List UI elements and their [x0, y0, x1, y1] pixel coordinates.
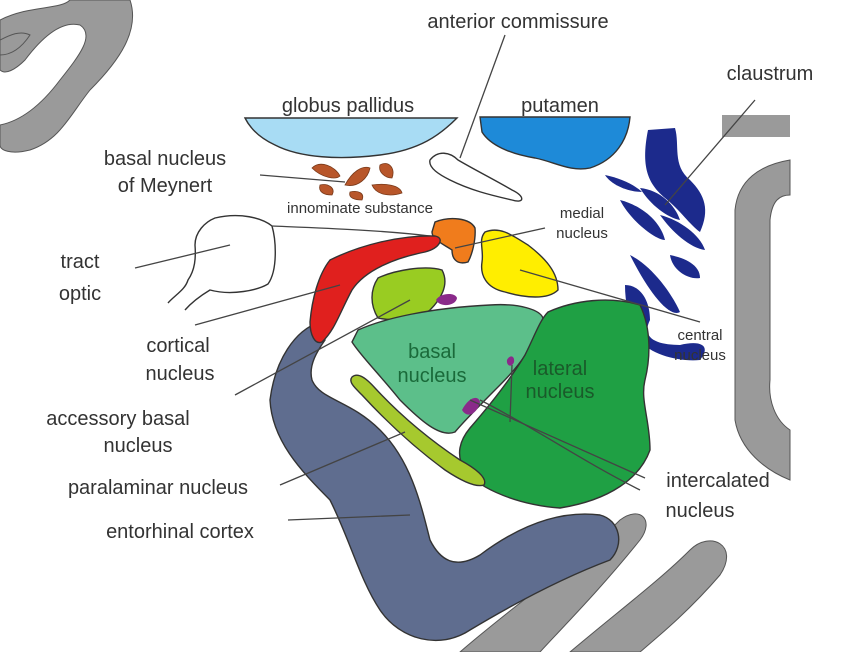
globus-pallidus: [243, 117, 459, 159]
label-accessory-2: nucleus: [104, 435, 173, 457]
gyrus-right-top: [722, 115, 790, 137]
central-nucleus: [480, 229, 559, 298]
label-central-2: nucleus: [674, 347, 726, 364]
optic-tract: [167, 214, 276, 311]
paralaminar-nucleus: [350, 374, 486, 487]
gyrus-top-left: [0, 0, 134, 153]
label-basal-1: basal: [408, 341, 456, 363]
label-meynert-1: basal nucleus: [104, 148, 226, 170]
medial-nucleus: [431, 217, 476, 264]
intercalated-nucleus-top: [436, 294, 457, 306]
gyrus-right: [734, 159, 791, 481]
intercalated-nucleus-mid: [506, 356, 515, 366]
labels: anterior commissure claustrum globus pal…: [46, 11, 813, 543]
label-lateral-2: nucleus: [526, 381, 595, 403]
label-anterior-commissure: anterior commissure: [427, 11, 608, 33]
label-lateral-1: lateral: [533, 358, 587, 380]
cortex-gyri: [0, 0, 791, 652]
label-medial-2: nucleus: [556, 225, 608, 242]
label-medial-1: medial: [560, 205, 604, 222]
gyrus-bottom-2: [569, 540, 727, 652]
label-intercalated-1: intercalated: [666, 470, 769, 492]
anterior-commissure: [429, 152, 523, 202]
accessory-basal-nucleus: [371, 267, 446, 321]
putamen: [479, 116, 631, 170]
label-meynert-2: of Meynert: [118, 175, 213, 197]
basal-nucleus: [351, 303, 544, 434]
label-cortical-2: nucleus: [146, 363, 215, 385]
label-globus-pallidus: globus pallidus: [282, 95, 414, 117]
basal-nucleus-of-meynert: [311, 163, 403, 201]
label-central-1: central: [677, 327, 722, 344]
lateral-nucleus: [458, 299, 651, 509]
label-tract: tract: [61, 251, 100, 273]
label-innominate-substance: innominate substance: [287, 200, 433, 217]
label-optic: optic: [59, 283, 101, 305]
label-intercalated-2: nucleus: [666, 500, 735, 522]
label-cortical-1: cortical: [146, 335, 209, 357]
label-claustrum: claustrum: [727, 63, 814, 85]
entorhinal-cortex: [269, 321, 620, 642]
label-paralaminar: paralaminar nucleus: [68, 477, 248, 499]
label-accessory-1: accessory basal: [46, 408, 189, 430]
label-putamen: putamen: [521, 95, 599, 117]
lateral-subdivision-lines: [479, 364, 641, 491]
cortical-nucleus: [309, 235, 441, 344]
leader-lines: [134, 34, 756, 521]
label-basal-2: nucleus: [398, 365, 467, 387]
label-entorhinal-cortex: entorhinal cortex: [106, 521, 254, 543]
